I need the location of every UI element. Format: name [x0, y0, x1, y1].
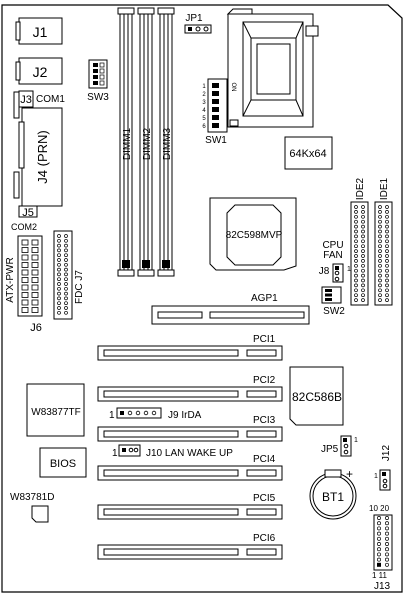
atx-label: ATX-PWR: [5, 257, 16, 302]
pci-label-1: PCI1: [253, 334, 276, 345]
j13-header: 10 20 1 11 J13: [369, 504, 393, 592]
pci-slot-3: PCI3: [97, 415, 283, 442]
dimm-label-3: DIMM3: [162, 127, 173, 160]
j10-lan-wakeup-header: 1 J10 LAN WAKE UP: [112, 444, 233, 459]
sw1-num-5: 5: [202, 116, 206, 122]
board-outline: [1, 4, 403, 593]
sw1-num-3: 3: [202, 100, 206, 106]
bios-label: BIOS: [50, 458, 76, 470]
southbridge-label: 82C586B: [292, 390, 342, 404]
cache-chip: 64Kx64: [284, 136, 333, 170]
pci-slot-4: PCI4: [97, 454, 283, 481]
sw2-switch: SW2: [321, 286, 345, 317]
dimm-slot-2: DIMM2: [137, 7, 155, 277]
j9-irda-header: 1 J9 IrDA: [109, 407, 202, 421]
dimm-label-1: DIMM1: [122, 127, 133, 160]
bt1-label: BT1: [322, 490, 344, 504]
pci-label-3: PCI3: [253, 415, 276, 426]
j9-label: J9 IrDA: [168, 410, 202, 421]
jp5-label: JP5: [321, 444, 339, 455]
cache-chip-label: 64Kx64: [289, 148, 326, 160]
ide2-label: IDE2: [355, 177, 366, 200]
sw1-num-6: 6: [202, 124, 206, 130]
cpu-socket: [226, 8, 319, 128]
sw3-label: SW3: [87, 92, 109, 103]
j12-label: J12: [381, 445, 392, 462]
j2-connector: J2: [15, 57, 63, 85]
pci-slot-2: PCI2: [97, 375, 283, 402]
hw-monitor-chip: W83781D: [10, 492, 54, 523]
superio-chip: W83877TF: [26, 383, 85, 437]
cpu-fan-label-2: FAN: [323, 250, 342, 261]
dimm-slot-1: DIMM1: [117, 7, 135, 277]
j6-atx-power: ATX-PWR J6: [5, 235, 43, 334]
superio-label: W83877TF: [31, 407, 80, 418]
jp5-jumper: JP5 1: [321, 435, 358, 457]
prn-label: J4 (PRN): [35, 130, 50, 183]
jp5-pin-label: 1: [354, 437, 358, 444]
com1-label: COM1: [36, 94, 65, 105]
j8-pin-label: 1: [347, 266, 351, 273]
dimm-label-2: DIMM2: [142, 127, 153, 160]
bt1-plus-label: +: [346, 467, 353, 481]
dimm-slots: DIMM1 DIMM2 DIMM3: [117, 7, 175, 277]
j3-label: J3: [20, 94, 32, 106]
ide1-label: IDE1: [379, 177, 390, 200]
j9-pin-label: 1: [109, 410, 115, 421]
j1-label: J1: [33, 24, 48, 40]
sw1-on-label: ON: [230, 83, 236, 92]
fdc-label: FDC J7: [74, 270, 85, 304]
j10-label: J10 LAN WAKE UP: [146, 448, 233, 459]
j10-pin-label: 1: [112, 448, 118, 459]
northbridge-label: 82C598MVP: [226, 230, 283, 241]
pci-label-2: PCI2: [253, 375, 276, 386]
sw1-num-4: 4: [202, 108, 206, 114]
j13-bottom-label: 1 11: [372, 571, 388, 580]
bios-chip: BIOS: [39, 447, 87, 478]
sw1-label: SW1: [205, 135, 227, 146]
northbridge-chip: 82C598MVP: [209, 197, 297, 271]
j3-j4-j5-block: J3 COM1 J4 (PRN) J5 COM2: [11, 90, 65, 232]
dimm-slot-3: DIMM3: [157, 7, 175, 277]
jp1-label: JP1: [185, 13, 203, 24]
agp-label: AGP1: [251, 293, 278, 304]
j12-pin-label: 1: [374, 473, 378, 480]
pci-slot-6: PCI6: [97, 533, 283, 560]
j2-label: J2: [33, 64, 48, 80]
bt1-battery: + BT1: [309, 467, 357, 520]
pci-slot-1: PCI1: [97, 334, 283, 361]
sw1-num-2: 2: [202, 92, 206, 98]
pci-slot-5: PCI5: [97, 493, 283, 520]
ide1-connector: IDE1: [374, 177, 393, 306]
cpu-fan-label-1: CPU: [322, 240, 343, 251]
pci-label-5: PCI5: [253, 493, 276, 504]
hw-monitor-label: W83781D: [10, 492, 54, 503]
j13-label: J13: [374, 581, 391, 592]
pci-label-4: PCI4: [253, 454, 276, 465]
j7-fdc-connector: FDC J7: [53, 230, 85, 320]
j6-label: J6: [30, 322, 42, 334]
cpu-fan-j8: CPU FAN J8 1: [319, 240, 351, 283]
southbridge-chip: 82C586B: [289, 366, 344, 426]
pci-label-6: PCI6: [253, 533, 276, 544]
j1-connector: J1: [15, 17, 63, 45]
sw2-label: SW2: [323, 306, 345, 317]
com2-label: COM2: [11, 222, 37, 232]
j8-label: J8: [319, 266, 330, 277]
jp1-jumper: JP1: [184, 13, 212, 34]
sw1-num-1: 1: [202, 84, 206, 90]
agp-slot: AGP1: [151, 293, 310, 325]
ide2-connector: IDE2: [350, 177, 369, 306]
j12-header: J12 1: [374, 445, 392, 491]
sw3-switch: SW3: [87, 59, 109, 103]
j13-top-label: 10 20: [369, 504, 390, 513]
sw1-switch: 1 2 3 4 5 6 ON SW1: [202, 78, 236, 146]
j5-label: J5: [22, 207, 34, 219]
